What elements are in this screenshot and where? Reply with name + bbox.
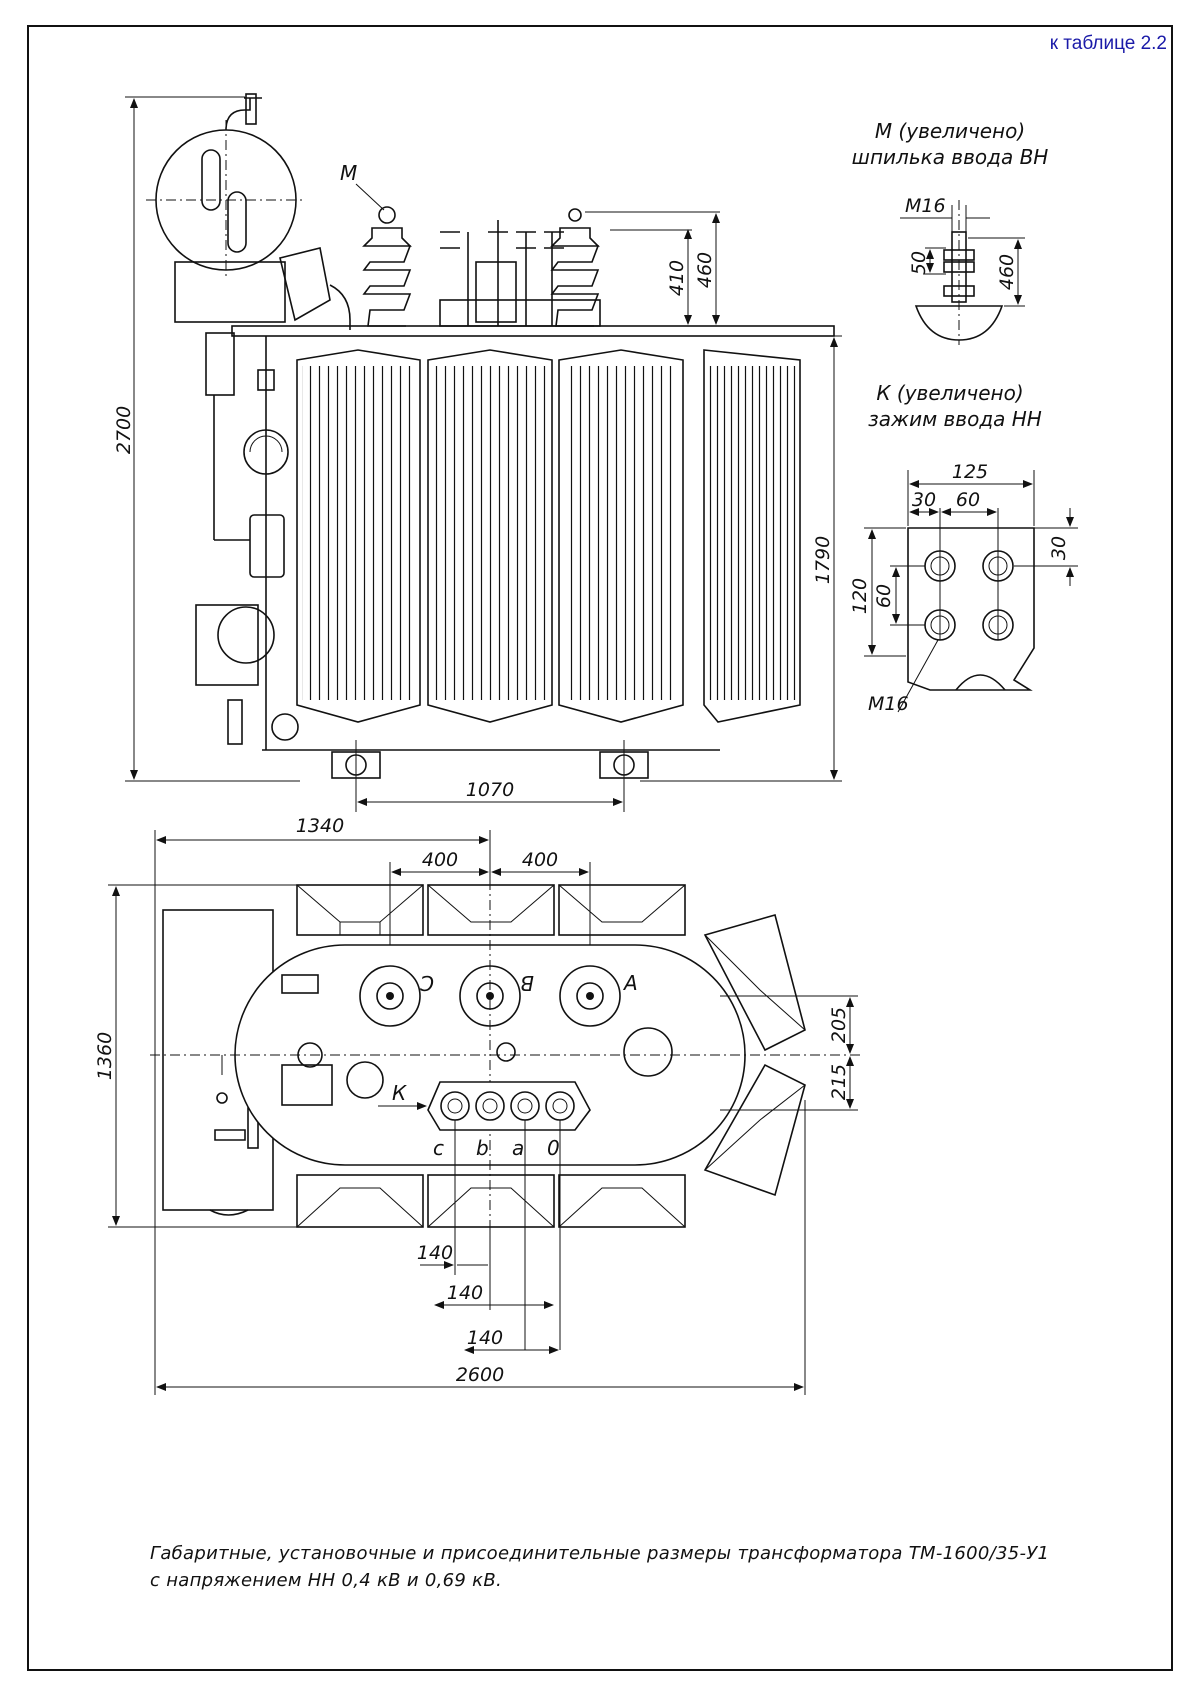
dim-140c: 140 bbox=[467, 1327, 503, 1349]
drawing-caption: Габаритные, установочные и присоединител… bbox=[150, 1540, 1110, 1594]
detail-m-dim-460: 460 bbox=[996, 254, 1018, 290]
dim-2700: 2700 bbox=[113, 406, 135, 454]
dim-400a: 400 bbox=[422, 849, 458, 871]
detail-m: М (увеличено) шпилька ввода ВН М16 50 46… bbox=[852, 119, 1049, 345]
detail-m-dim-50: 50 bbox=[908, 251, 930, 275]
detail-k-dim-125: 125 bbox=[952, 461, 988, 483]
marker-m: М bbox=[340, 161, 357, 185]
detail-k-dim-60a: 60 bbox=[956, 489, 980, 511]
caption-line-1: Габаритные, установочные и присоединител… bbox=[150, 1543, 1050, 1564]
table-reference: к таблице 2.2 bbox=[1049, 33, 1167, 54]
detail-k-title: К (увеличено) bbox=[876, 381, 1023, 405]
dim-1340: 1340 bbox=[296, 815, 344, 837]
caption-line-2: с напряжением НН 0,4 кВ и 0,69 кВ. bbox=[150, 1570, 503, 1591]
lv-label-a: a bbox=[512, 1136, 524, 1160]
marker-k: К bbox=[392, 1081, 407, 1105]
radiators-bottom bbox=[296, 1174, 686, 1228]
front-view: 2700 bbox=[113, 93, 842, 812]
dim-215: 215 bbox=[828, 1064, 850, 1100]
detail-m-subtitle: шпилька ввода ВН bbox=[852, 145, 1049, 169]
detail-k-subtitle: зажим ввода НН bbox=[868, 407, 1042, 431]
plan-view: 1340 400 400 1360 bbox=[94, 815, 860, 1395]
lv-label-b: b bbox=[476, 1136, 489, 1160]
detail-k: К (увеличено) зажим ввода НН 125 30 60 bbox=[849, 381, 1078, 715]
dim-205: 205 bbox=[828, 1007, 850, 1043]
detail-k-dim-30b: 30 bbox=[1048, 536, 1070, 560]
hv-bushings-plan bbox=[359, 965, 621, 1027]
dim-2600: 2600 bbox=[456, 1364, 504, 1386]
dim-1360: 1360 bbox=[94, 1032, 116, 1080]
dim-1790: 1790 bbox=[812, 536, 834, 584]
detail-k-thread: М16 bbox=[868, 693, 909, 715]
hv-label-c: C bbox=[420, 971, 434, 995]
dim-400b: 400 bbox=[522, 849, 558, 871]
dim-140b: 140 bbox=[447, 1282, 483, 1304]
hv-label-a: A bbox=[622, 971, 638, 995]
dim-140a: 140 bbox=[417, 1242, 453, 1264]
hv-label-b: B bbox=[520, 971, 534, 995]
detail-k-dim-30a: 30 bbox=[912, 489, 936, 511]
lv-terminal-plate bbox=[427, 1081, 591, 1131]
tank-cover bbox=[231, 325, 835, 337]
lv-label-c: c bbox=[433, 1136, 444, 1160]
detail-m-thread: М16 bbox=[905, 195, 946, 217]
dim-460: 460 bbox=[694, 252, 716, 288]
hv-bushings bbox=[362, 206, 601, 327]
detail-m-title: М (увеличено) bbox=[875, 119, 1025, 143]
dim-1070: 1070 bbox=[466, 779, 514, 801]
drawing-frame bbox=[27, 25, 1173, 1671]
radiator-bank bbox=[296, 349, 801, 723]
radiators-top bbox=[296, 884, 686, 936]
dim-410: 410 bbox=[666, 260, 688, 296]
terminal-holes bbox=[924, 550, 1014, 641]
wheels bbox=[331, 751, 649, 779]
detail-k-dim-60b: 60 bbox=[873, 584, 895, 608]
detail-k-dim-120: 120 bbox=[849, 578, 871, 614]
lv-label-0: 0 bbox=[547, 1136, 560, 1160]
control-cabinet bbox=[195, 604, 259, 686]
relay-box bbox=[249, 514, 285, 578]
